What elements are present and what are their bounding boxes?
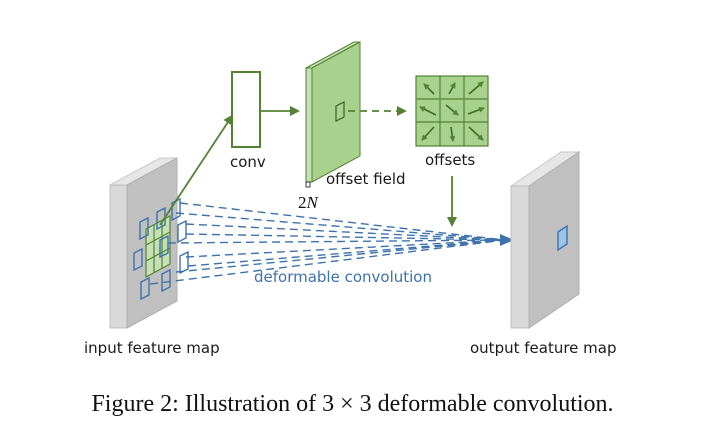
offset-arrow-down-left-icon [421,126,435,141]
figure-caption: Figure 2: Illustration of 3 × 3 deformab… [91,391,614,417]
offset-arrow-up-right-icon [468,81,484,95]
deformed-sampling-points [133,197,189,301]
output-feature-map [509,151,581,329]
offset-arrow-right-icon [467,106,485,115]
offset-arrow-up-left-icon [423,83,435,95]
offset-dimension-label: 2N [298,193,320,212]
conv-label: conv [230,153,266,171]
offset-arrow-left-icon [419,106,437,116]
offset-arrow-down-right-icon [468,126,484,141]
output-pixel [557,224,568,252]
input-to-conv-arrow [159,114,234,226]
offset-arrow-down-right-icon [445,104,459,116]
offsets-label: offsets [425,151,475,169]
deformable-convolution-lines [149,202,506,285]
offset-arrow-down-icon [449,126,456,142]
input-feature-map-label: input feature map [84,339,220,357]
conv-layer-box [231,71,261,148]
offset-arrow-up-right-icon [448,82,456,95]
offsets-grid [415,75,489,147]
regular-sampling-grid [145,214,171,279]
offset-field-label: offset field [326,170,406,188]
deformable-convolution-label: deformable convolution [254,268,432,286]
output-feature-map-label: output feature map [470,339,617,357]
offset-field [305,41,361,188]
